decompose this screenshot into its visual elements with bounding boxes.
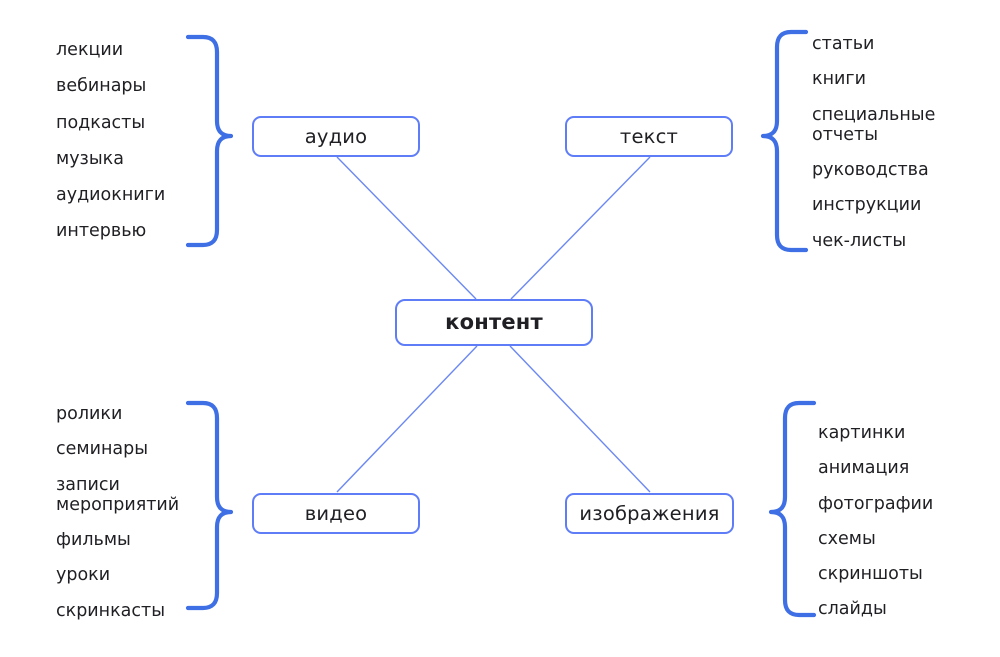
node-content-label: контент — [445, 310, 543, 334]
leaf-item: музыка — [56, 148, 124, 169]
leaf-item: чек-листы — [812, 230, 907, 251]
leaf-item: фильмы — [56, 530, 131, 551]
leaf-item: анимация — [818, 458, 910, 479]
edge-audio-to-content — [336, 156, 477, 300]
node-images[interactable]: изображения — [565, 493, 734, 534]
leaf-item: книги — [812, 69, 866, 90]
leaf-item: специальные отчеты — [812, 104, 936, 145]
leaf-list-audio: лекции вебинары подкасты музыка аудиокни… — [56, 40, 186, 242]
node-text-label: текст — [619, 124, 679, 148]
leaf-item: фотографии — [818, 493, 934, 514]
leaf-item: скринкасты — [56, 600, 166, 621]
leaf-item: статьи — [812, 34, 875, 54]
edge-text-to-content — [510, 156, 651, 300]
brace-audio — [185, 34, 234, 248]
leaf-item: записи мероприятий — [56, 474, 180, 515]
edge-content-to-video — [336, 345, 478, 493]
leaf-item: ролики — [56, 404, 123, 424]
leaf-item: подкасты — [56, 112, 146, 133]
leaf-item: семинары — [56, 439, 149, 460]
leaf-list-text: статьи книги специальные отчеты руководс… — [812, 34, 962, 251]
leaf-item: руководства — [812, 160, 929, 181]
leaf-list-images: картинки анимация фотографии схемы скрин… — [818, 423, 968, 620]
leaf-item: уроки — [56, 565, 111, 586]
leaf-item: лекции — [56, 40, 124, 60]
brace-text — [760, 29, 809, 253]
node-images-label: изображения — [579, 501, 720, 525]
leaf-item: инструкции — [812, 195, 922, 216]
leaf-item: вебинары — [56, 76, 147, 97]
edge-content-to-images — [509, 345, 651, 493]
leaf-item: скриншоты — [818, 564, 923, 585]
node-video-label: видео — [304, 501, 368, 525]
leaf-item: аудиокниги — [56, 185, 166, 206]
node-content-center[interactable]: контент — [395, 299, 593, 346]
node-audio-label: аудио — [304, 124, 368, 148]
leaf-item: схемы — [818, 528, 876, 549]
leaf-item: картинки — [818, 423, 906, 443]
node-video[interactable]: видео — [252, 493, 420, 534]
node-audio[interactable]: аудио — [252, 116, 420, 157]
leaf-item: слайды — [818, 599, 887, 620]
leaf-list-video: ролики семинары записи мероприятий фильм… — [56, 404, 196, 621]
brace-images — [768, 400, 817, 618]
node-text[interactable]: текст — [565, 116, 733, 157]
leaf-item: интервью — [56, 221, 147, 242]
